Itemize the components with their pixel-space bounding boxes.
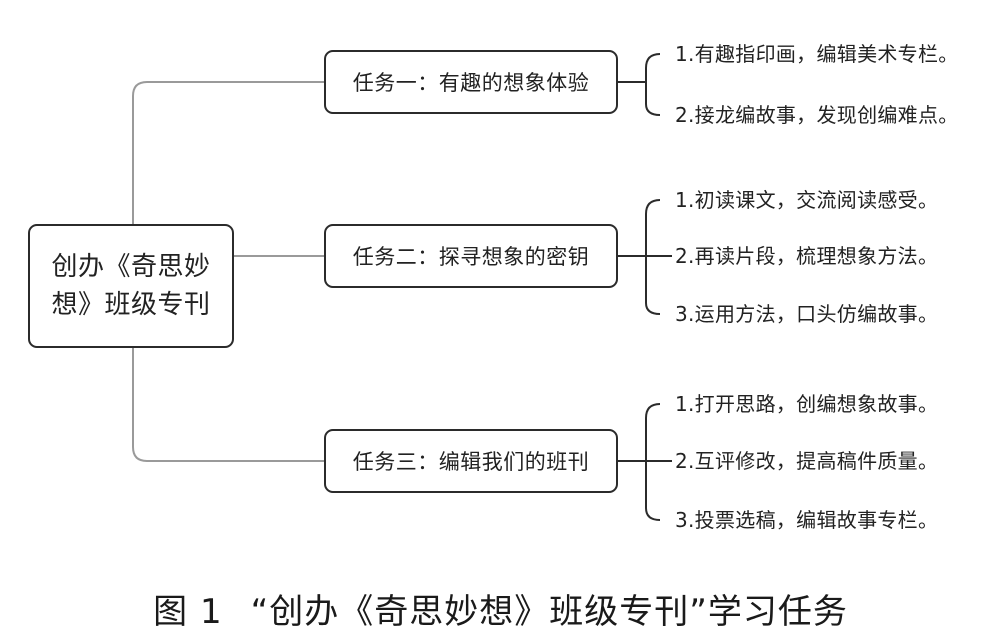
task2-item-3: 3.运用方法，口头仿编故事。: [675, 302, 939, 326]
task-node-3-label: 任务三：编辑我们的班刊: [352, 450, 590, 474]
root-node: 创办《奇思妙 想》班级专刊: [28, 224, 234, 348]
bracket-task3: [618, 403, 672, 521]
task3-item-1: 1.打开思路，创编想象故事。: [675, 392, 939, 416]
task2-item-1: 1.初读课文，交流阅读感受。: [675, 188, 939, 212]
task2-item-2: 2.再读片段，梳理想象方法。: [675, 244, 939, 268]
task-node-1-label: 任务一：有趣的想象体验: [352, 71, 590, 95]
task-node-2: 任务二：探寻想象的密钥: [324, 224, 618, 288]
figure-caption: 图 1 “创办《奇思妙想》班级专刊”学习任务: [0, 584, 1001, 633]
connector-root-task3: [132, 348, 324, 462]
root-node-line1: 创办《奇思妙: [51, 252, 211, 282]
root-node-line2: 想》班级专刊: [51, 290, 211, 320]
bracket-task1: [618, 53, 661, 116]
task-node-1: 任务一：有趣的想象体验: [324, 50, 618, 114]
bracket-task2: [618, 199, 672, 315]
task-node-2-label: 任务二：探寻想象的密钥: [352, 245, 590, 269]
figure-title: “创办《奇思妙想》班级专刊”学习任务: [250, 592, 848, 632]
connector-root-task1: [132, 81, 324, 224]
figure-number: 图 1: [153, 592, 223, 632]
task3-item-2: 2.互评修改，提高稿件质量。: [675, 449, 939, 473]
task1-item-1: 1.有趣指印画，编辑美术专栏。: [675, 42, 959, 66]
task-node-3: 任务三：编辑我们的班刊: [324, 429, 618, 493]
task1-item-2: 2.接龙编故事，发现创编难点。: [675, 103, 959, 127]
task3-item-3: 3.投票选稿，编辑故事专栏。: [675, 508, 939, 532]
